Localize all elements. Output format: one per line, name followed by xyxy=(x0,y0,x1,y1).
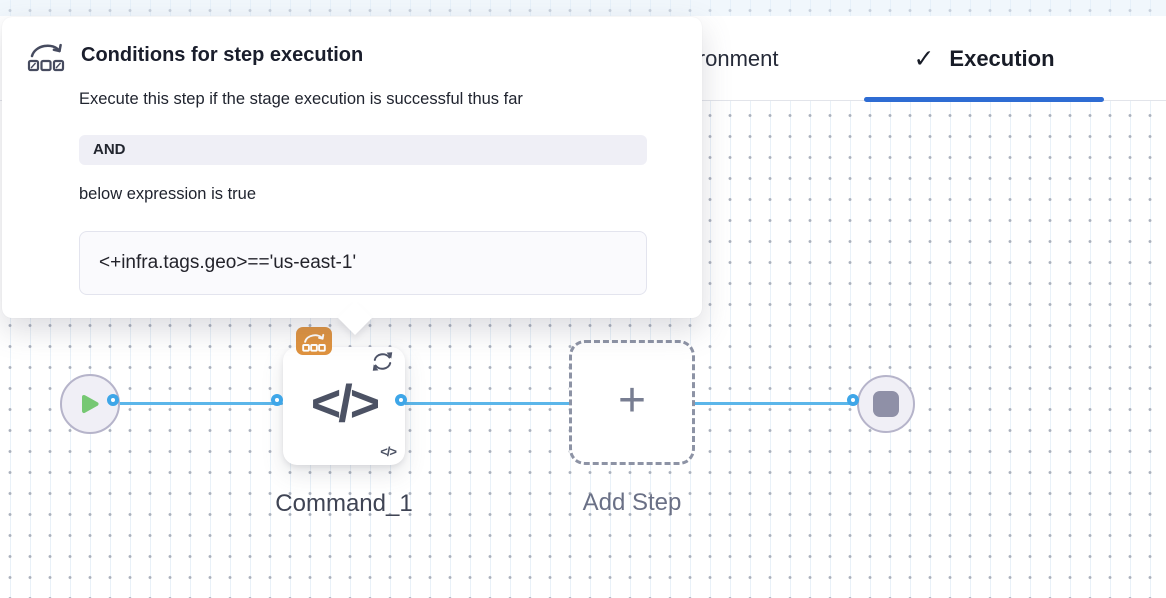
expression-label: below expression is true xyxy=(79,185,257,203)
play-icon xyxy=(82,395,99,413)
expression-value: <+infra.tags.geo>=='us-east-1' xyxy=(79,231,647,295)
port-start-out[interactable] xyxy=(107,394,119,406)
check-icon: ✓ xyxy=(913,44,935,73)
popover-header: Conditions for step execution xyxy=(26,39,363,72)
port-command-out[interactable] xyxy=(395,394,407,406)
end-node[interactable] xyxy=(857,375,915,433)
plus-icon: + xyxy=(617,373,647,427)
port-command-in[interactable] xyxy=(271,394,283,406)
popover-description: Execute this step if the stage execution… xyxy=(79,90,523,108)
tab-execution[interactable]: ✓ Execution xyxy=(864,16,1104,102)
port-end-in[interactable] xyxy=(847,394,859,406)
looping-strategy-icon[interactable] xyxy=(369,350,396,373)
popover-title: Conditions for step execution xyxy=(81,44,364,66)
stop-icon xyxy=(873,391,899,417)
conditions-popover: Conditions for step execution Execute th… xyxy=(2,17,702,335)
canvas-top-strip xyxy=(0,0,1166,16)
tab-execution-label: Execution xyxy=(949,45,1055,71)
add-step-button[interactable]: + xyxy=(569,340,695,465)
edge-command-to-addstep xyxy=(400,402,572,405)
code-icon: </> xyxy=(310,375,380,433)
conditional-execution-icon xyxy=(302,333,326,352)
conditional-execution-icon xyxy=(27,43,65,72)
popover-tail xyxy=(338,301,372,335)
step-command[interactable]: </> </> xyxy=(283,327,405,465)
conditional-execution-badge[interactable] xyxy=(296,327,332,355)
step-label-command: Command_1 xyxy=(275,490,413,517)
operator-badge: AND xyxy=(79,135,647,165)
edge-addstep-to-end xyxy=(692,402,860,405)
template-code-icon: </> xyxy=(380,444,397,459)
add-step-label: Add Step xyxy=(582,489,682,516)
edge-start-to-command xyxy=(100,402,283,405)
active-tab-underline xyxy=(864,97,1104,102)
